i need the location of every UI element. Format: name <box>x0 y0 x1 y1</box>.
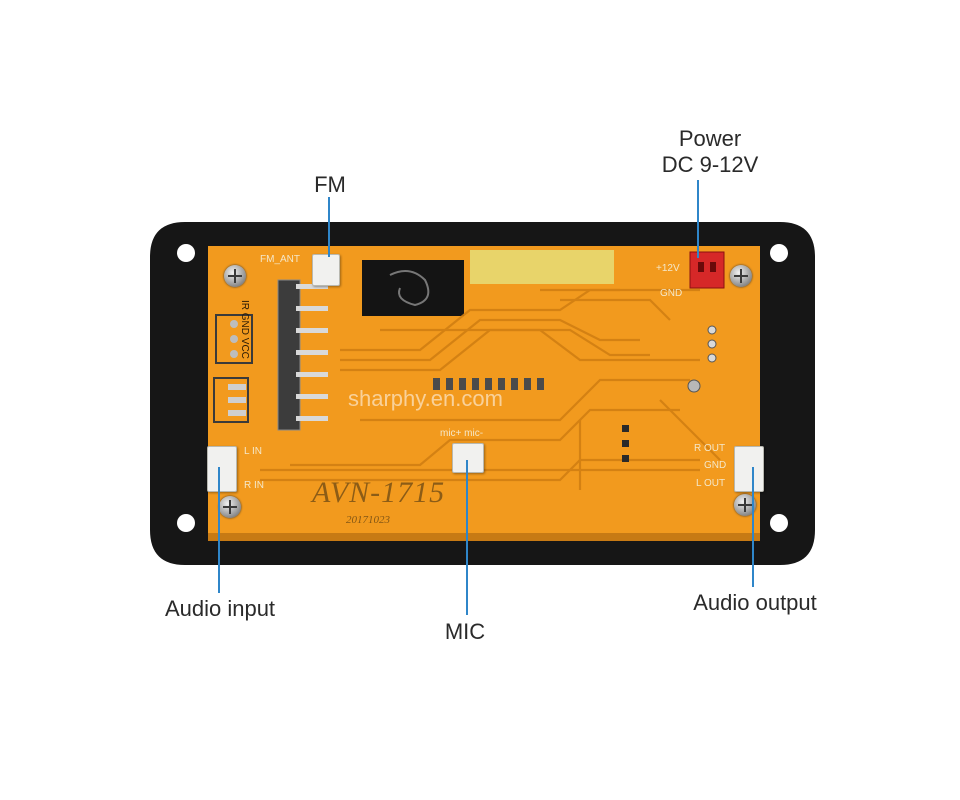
label-r-in: R IN <box>244 480 264 491</box>
audio-output-connector <box>734 446 764 492</box>
callout-audio-output: Audio output <box>693 590 817 615</box>
power-connector <box>689 251 725 289</box>
mic-connector <box>452 443 484 473</box>
screw <box>219 496 241 518</box>
leader-fm <box>328 197 330 257</box>
leader-audio-output <box>752 467 754 587</box>
callout-power-line2: DC 9-12V <box>661 152 759 177</box>
label-gnd-out: GND <box>704 460 727 471</box>
pcb-panel <box>470 250 614 284</box>
pcb-traces <box>260 288 721 490</box>
screw <box>224 265 246 287</box>
mount-hole <box>770 244 788 262</box>
pcb-edge <box>208 533 760 541</box>
label-ir-gnd-vcc: IR GND VCC <box>239 300 250 359</box>
callout-power: Power DC 9-12V <box>650 126 770 178</box>
label-l-in: L IN <box>244 446 262 457</box>
callout-mic: MIC <box>444 619 486 644</box>
aux-header <box>213 377 249 423</box>
leader-power <box>697 180 699 258</box>
fm-antenna-connector <box>312 254 340 286</box>
callout-power-line1: Power <box>678 126 742 151</box>
audio-input-connector <box>207 446 237 492</box>
chip-pads <box>433 378 544 390</box>
screw <box>734 494 756 516</box>
center-pads <box>622 425 629 462</box>
mount-hole <box>177 244 195 262</box>
pin-header-pins <box>296 284 328 421</box>
model-number: AVN-1715 <box>312 476 446 509</box>
leader-mic <box>466 460 468 615</box>
leader-audio-input <box>218 467 220 593</box>
board-date: 20171023 <box>346 514 390 526</box>
callout-fm: FM <box>314 172 346 197</box>
mount-hole <box>770 514 788 532</box>
chip-window <box>362 260 464 316</box>
label-mic-pins: mic+ mic- <box>440 428 484 439</box>
screw <box>730 265 752 287</box>
callout-audio-input: Audio input <box>164 596 276 621</box>
side-pads <box>687 325 717 393</box>
label-plus-12v: +12V <box>656 263 680 274</box>
watermark: sharphy.en.com <box>348 386 503 411</box>
label-l-out: L OUT <box>696 478 726 489</box>
label-r-out: R OUT <box>694 443 726 454</box>
mount-hole <box>177 514 195 532</box>
ir-header <box>215 314 253 364</box>
label-gnd-power: GND <box>660 288 683 299</box>
label-fm-ant: FM_ANT <box>260 254 300 265</box>
